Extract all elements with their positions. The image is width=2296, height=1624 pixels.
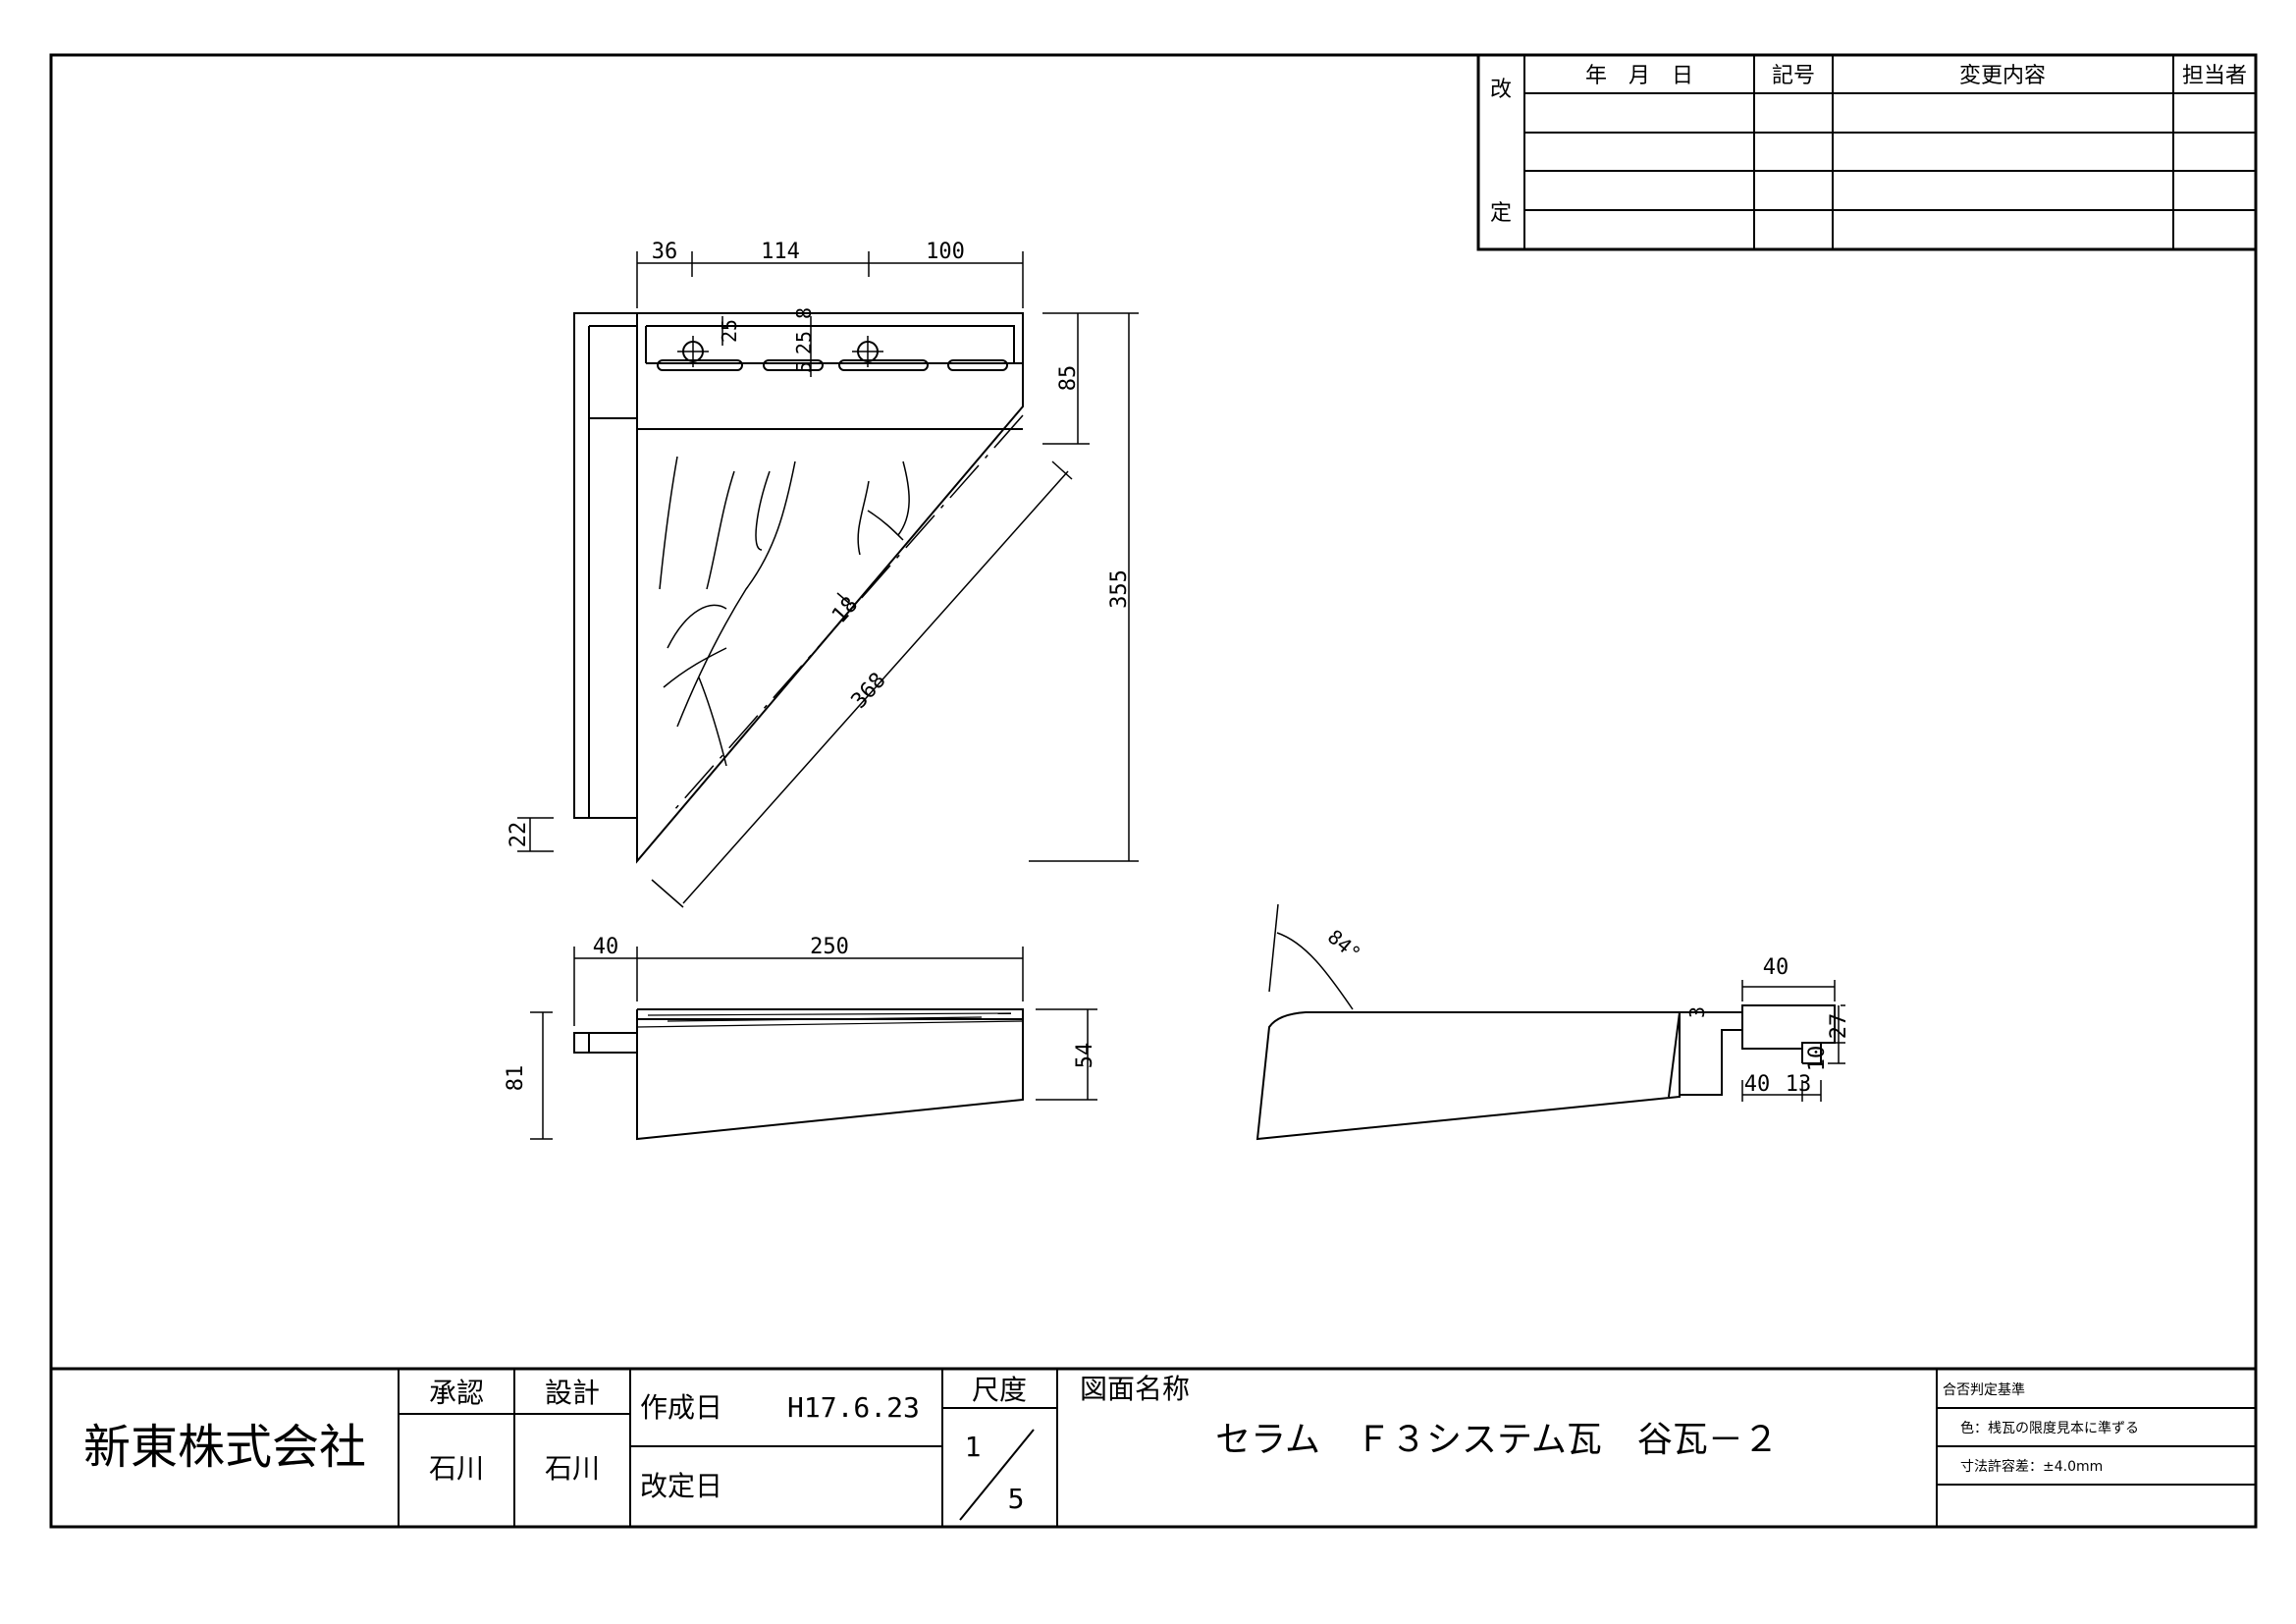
side-view <box>573 1008 1024 1141</box>
dim-section-angle: 84° <box>1323 925 1365 966</box>
criteria-color: 色：桟瓦の限度見本に準ずる <box>1960 1420 2139 1436</box>
title-block <box>51 1367 2256 1527</box>
drawing-name-label: 図面名称 <box>1080 1373 1190 1405</box>
dim-section-40-bottom: 40 <box>1744 1072 1771 1097</box>
section-view <box>1255 1004 1836 1141</box>
revision-header-symbol: 記号 <box>1772 64 1815 88</box>
revision-table <box>1476 53 2258 251</box>
side-dimensions <box>530 947 1097 1140</box>
dim-plan-100: 100 <box>926 240 965 264</box>
approver-name: 石川 <box>429 1452 484 1485</box>
revision-header-person: 担当者 <box>2182 64 2247 88</box>
sheet-border <box>49 53 2258 1529</box>
dim-section-10: 10 <box>1805 1046 1830 1072</box>
revision-side-label-bottom: 定 <box>1490 201 1512 226</box>
dim-side-54: 54 <box>1073 1043 1097 1069</box>
dim-plan-hole-5: 5 <box>792 361 816 373</box>
revision-side-label-top: 改 <box>1490 78 1512 102</box>
revised-date-label: 改定日 <box>640 1470 722 1502</box>
dim-side-250: 250 <box>810 935 849 959</box>
dim-plan-355: 355 <box>1107 569 1132 609</box>
dim-plan-22: 22 <box>507 822 531 848</box>
plan-view <box>573 312 1024 864</box>
dim-plan-85: 85 <box>1056 365 1081 392</box>
dim-plan-368: 368 <box>847 669 891 714</box>
dim-plan-36: 36 <box>652 240 678 264</box>
dim-plan-hole-25-8: 25 8 <box>792 307 816 354</box>
criteria-tolerance: 寸法許容差：±4.0mm <box>1960 1458 2103 1475</box>
approval-label: 承認 <box>429 1377 484 1409</box>
dim-section-27: 27 <box>1827 1013 1851 1040</box>
scale-numerator: 1 <box>965 1431 982 1463</box>
dim-plan-114: 114 <box>761 240 800 264</box>
created-date-value: H17.6.23 <box>787 1391 920 1424</box>
dim-side-81: 81 <box>504 1065 528 1092</box>
section-dimensions <box>1268 903 1845 1102</box>
drawing-name: セラム Ｆ３システム瓦 谷瓦－２ <box>1215 1420 1779 1460</box>
plan-dimensions <box>517 251 1139 908</box>
dim-side-40: 40 <box>593 935 619 959</box>
scale-denominator: 5 <box>1008 1483 1025 1515</box>
revision-header-date: 年 月 日 <box>1585 64 1693 88</box>
design-label: 設計 <box>545 1377 600 1409</box>
dim-plan-hole-25: 25 <box>718 319 741 343</box>
scale-label: 尺度 <box>972 1374 1027 1406</box>
criteria-title: 合否判定基準 <box>1943 1381 2025 1398</box>
company-name: 新東株式会社 <box>83 1420 366 1475</box>
revision-header-content: 変更内容 <box>1959 64 2046 88</box>
designer-name: 石川 <box>545 1452 600 1485</box>
dim-section-40-top: 40 <box>1763 955 1789 980</box>
dim-plan-18: 18 <box>828 592 863 627</box>
dim-section-3: 3 <box>1685 1006 1709 1018</box>
created-date-label: 作成日 <box>640 1391 722 1424</box>
dim-section-13: 13 <box>1786 1072 1812 1097</box>
